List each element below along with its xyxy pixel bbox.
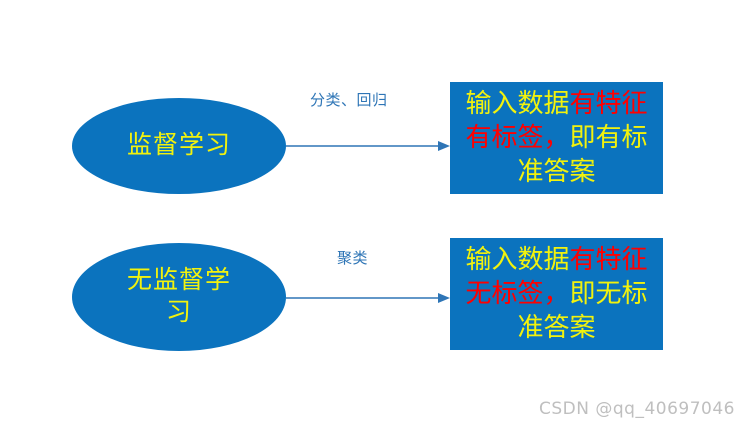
- arrow-head-icon: [438, 141, 450, 151]
- node-supervised-learning-label: 监督学习: [126, 132, 231, 159]
- result-box-unsupervised-text: 输入数据有特征无标签，即无标准答案: [465, 243, 649, 346]
- arrow-supervised-to-result: [286, 141, 450, 151]
- node-supervised-learning[interactable]: 监督学习: [72, 98, 286, 194]
- result-segment-2: 有特征有标签，: [465, 88, 648, 152]
- node-unsupervised-learning-label: 无监督学习: [126, 267, 231, 326]
- arrow-label-supervised: 分类、回归: [310, 93, 388, 109]
- node-unsupervised-learning[interactable]: 无监督学习: [72, 243, 286, 351]
- arrow-label-unsupervised: 聚类: [337, 251, 369, 267]
- result-box-supervised[interactable]: 输入数据有特征有标签，即有标准答案: [450, 82, 663, 194]
- result-segment-1: 输入数据: [465, 88, 570, 118]
- result-segment-1: 输入数据: [465, 244, 570, 274]
- result-segment-3: 即无标准答案: [517, 278, 648, 343]
- csdn-watermark: CSDN @qq_40697046: [539, 399, 735, 419]
- result-segment-3: 即有标准答案: [517, 122, 648, 187]
- result-box-unsupervised[interactable]: 输入数据有特征无标签，即无标准答案: [450, 238, 663, 350]
- arrow-head-icon: [438, 293, 450, 303]
- result-box-supervised-text: 输入数据有特征有标签，即有标准答案: [465, 87, 649, 190]
- result-segment-2: 有特征无标签，: [465, 244, 648, 308]
- arrow-unsupervised-to-result: [286, 293, 450, 303]
